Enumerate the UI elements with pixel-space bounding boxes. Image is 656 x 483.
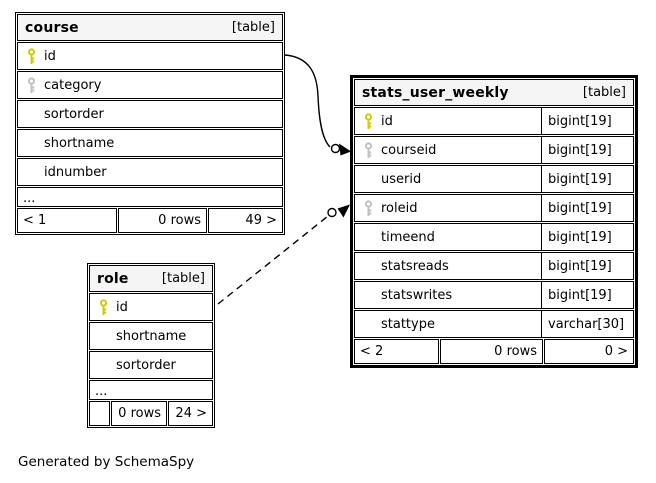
column-row-stats-statsreads: statsreads bigint[19] (354, 252, 634, 280)
rows-count: 0 rows (111, 401, 167, 426)
foreign-key-icon (363, 141, 374, 159)
key-icon-spacer (363, 229, 374, 246)
foreign-key-icon (26, 76, 37, 94)
column-name: roleid (381, 200, 418, 216)
table-role[interactable]: role [table] id shortname (87, 263, 215, 428)
column-name: statsreads (381, 258, 449, 274)
column-type: bigint[19] (541, 224, 633, 250)
column-row-stats-userid: userid bigint[19] (354, 165, 634, 193)
key-icon-spacer (26, 106, 37, 123)
column-row-stats-stattype: stattype varchar[30] (354, 310, 634, 338)
key-icon-spacer (26, 164, 37, 181)
column-name: shortname (44, 135, 115, 151)
rows-count: 0 rows (440, 339, 543, 364)
table-name: course (25, 19, 79, 36)
column-row-stats-courseid: courseid bigint[19] (354, 136, 634, 164)
column-row-course-id: id (17, 42, 283, 70)
table-course-header[interactable]: course [table] (17, 14, 283, 41)
parents-count (89, 401, 110, 426)
parents-count[interactable]: < 1 (17, 208, 117, 233)
foreign-key-icon (363, 199, 374, 217)
column-name: shortname (116, 328, 187, 344)
relationship-course-courseid (284, 54, 351, 156)
key-icon-spacer (363, 316, 374, 333)
parents-count[interactable]: < 2 (354, 339, 439, 364)
column-row-role-id: id (89, 293, 213, 321)
table-name: stats_user_weekly (362, 84, 509, 101)
table-stats-user-weekly[interactable]: stats_user_weekly [table] id bigint[19] … (350, 75, 638, 368)
column-type: bigint[19] (541, 253, 633, 279)
column-name: sortorder (116, 357, 176, 373)
column-type: bigint[19] (541, 166, 633, 192)
column-row-course-idnumber: idnumber (17, 158, 283, 186)
column-row-course-category: category (17, 71, 283, 99)
column-name: category (44, 77, 102, 93)
column-name: courseid (381, 142, 437, 158)
column-type: bigint[19] (541, 137, 633, 163)
column-row-stats-id: id bigint[19] (354, 107, 634, 135)
column-row-role-shortname: shortname (89, 322, 213, 350)
column-type: varchar[30] (541, 311, 633, 337)
column-row-course-shortname: shortname (17, 129, 283, 157)
key-icon-spacer (98, 357, 109, 374)
key-icon-spacer (363, 287, 374, 304)
children-count[interactable]: 0 > (544, 339, 634, 364)
table-stats-footer: < 2 0 rows 0 > (354, 339, 634, 364)
key-icon-spacer (26, 135, 37, 152)
column-name: timeend (381, 229, 435, 245)
more-columns-ellipsis: ... (89, 380, 213, 400)
column-name: id (116, 299, 128, 315)
column-row-stats-statswrites: statswrites bigint[19] (354, 281, 634, 309)
primary-key-icon (363, 112, 374, 130)
table-role-header[interactable]: role [table] (89, 265, 213, 292)
column-name: statswrites (381, 287, 453, 303)
generator-caption: Generated by SchemaSpy (18, 454, 195, 470)
table-name: role (97, 270, 129, 287)
key-icon-spacer (363, 171, 374, 188)
column-name: id (381, 113, 393, 129)
column-name: stattype (381, 316, 435, 332)
table-type-tag: [table] (161, 271, 205, 286)
table-role-footer: 0 rows 24 > (89, 401, 213, 426)
column-name: id (44, 48, 56, 64)
children-count[interactable]: 49 > (208, 208, 283, 233)
key-icon-spacer (363, 258, 374, 275)
more-columns-ellipsis: ... (17, 187, 283, 207)
column-type: bigint[19] (541, 108, 633, 134)
table-stats-header[interactable]: stats_user_weekly [table] (354, 79, 634, 106)
children-count[interactable]: 24 > (168, 401, 213, 426)
column-name: sortorder (44, 106, 104, 122)
table-course[interactable]: course [table] id category (15, 12, 285, 235)
table-course-footer: < 1 0 rows 49 > (17, 208, 283, 233)
primary-key-icon (26, 47, 37, 65)
key-icon-spacer (98, 328, 109, 345)
table-type-tag: [table] (582, 85, 626, 100)
column-type: bigint[19] (541, 282, 633, 308)
column-row-stats-timeend: timeend bigint[19] (354, 223, 634, 251)
column-name: idnumber (44, 164, 107, 180)
column-row-role-sortorder: sortorder (89, 351, 213, 379)
primary-key-icon (98, 298, 109, 316)
table-type-tag: [table] (231, 20, 275, 35)
column-row-stats-roleid: roleid bigint[19] (354, 194, 634, 222)
column-type: bigint[19] (541, 195, 633, 221)
column-name: userid (381, 171, 422, 187)
column-row-course-sortorder: sortorder (17, 100, 283, 128)
rows-count: 0 rows (118, 208, 207, 233)
